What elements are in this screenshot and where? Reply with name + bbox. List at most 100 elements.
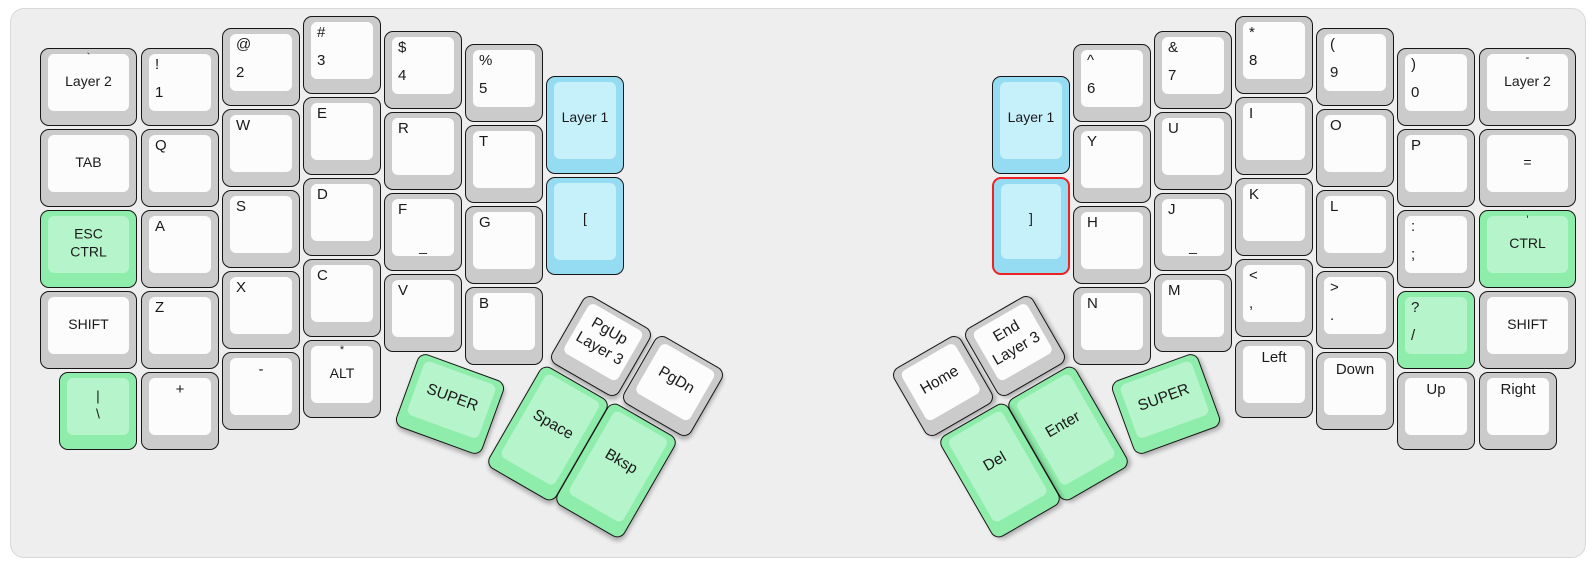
keycap-top (1487, 297, 1568, 354)
key-e[interactable]: E (303, 97, 381, 175)
keycap-top (473, 293, 535, 350)
key-caret-6[interactable]: ^6 (1073, 44, 1151, 122)
keycap-top (1081, 50, 1143, 107)
key-o[interactable]: O (1316, 109, 1394, 187)
keycap-top (406, 359, 497, 440)
keycap-top (1243, 184, 1305, 241)
keycap-top (1405, 54, 1467, 111)
key-k[interactable]: K (1235, 178, 1313, 256)
key-u[interactable]: U (1154, 112, 1232, 190)
key-n[interactable]: N (1073, 287, 1151, 365)
key-question-slash[interactable]: ?/ (1397, 291, 1475, 369)
key-right-bracket[interactable]: ] (992, 177, 1070, 275)
key-p[interactable]: P (1397, 129, 1475, 207)
key-r[interactable]: R (384, 112, 462, 190)
keycap-top (230, 277, 292, 334)
keycap-top (311, 184, 373, 241)
keycap-top (1405, 216, 1467, 273)
keycap-top (230, 115, 292, 172)
key-arrow-down[interactable]: Down (1316, 352, 1394, 430)
key-shift-left[interactable]: SHIFT (40, 291, 137, 369)
key-super-right[interactable]: SUPER (1109, 351, 1223, 457)
key-v[interactable]: V (384, 274, 462, 352)
key-c[interactable]: C (303, 259, 381, 337)
keycap-top (971, 301, 1054, 383)
key-at-2[interactable]: @2 (222, 28, 300, 106)
key-quote-ctrl[interactable]: 'CTRL (1479, 210, 1576, 288)
key-super-left[interactable]: SUPER (393, 351, 507, 457)
key-less-comma[interactable]: <, (1235, 259, 1313, 337)
key-a[interactable]: A (141, 210, 219, 288)
keycap-top (1243, 103, 1305, 160)
keycap-top (230, 34, 292, 91)
key-left-bracket[interactable]: [ (546, 177, 624, 275)
key-minus[interactable]: - (222, 352, 300, 430)
key-arrow-up[interactable]: Up (1397, 372, 1475, 450)
keycap-top (392, 199, 454, 256)
key-l[interactable]: L (1316, 190, 1394, 268)
key-pipe-backslash[interactable]: | \ (59, 372, 137, 450)
key-dollar-4[interactable]: $4 (384, 31, 462, 109)
keycap-top (473, 50, 535, 107)
key-shift-right[interactable]: SHIFT (1479, 291, 1576, 369)
key-f[interactable]: F_ (384, 193, 462, 271)
keycap-top (1324, 358, 1386, 415)
keycap-top (230, 196, 292, 253)
key-z[interactable]: Z (141, 291, 219, 369)
key-j[interactable]: J_ (1154, 193, 1232, 271)
key-amp-7[interactable]: &7 (1154, 31, 1232, 109)
keycap-top (1162, 118, 1224, 175)
key-arrow-right[interactable]: Right (1479, 372, 1557, 450)
keycap-top (1487, 135, 1568, 192)
key-minus-layer2[interactable]: -Layer 2 (1479, 48, 1576, 126)
key-paren-0[interactable]: )0 (1397, 48, 1475, 126)
key-percent-5[interactable]: %5 (465, 44, 543, 122)
key-arrow-left[interactable]: Left (1235, 340, 1313, 418)
keycap-top (554, 183, 616, 260)
key-plus[interactable]: + (141, 372, 219, 450)
keycap-top (1405, 297, 1467, 354)
key-h[interactable]: H (1073, 206, 1151, 284)
keycap-top (149, 54, 211, 111)
key-w[interactable]: W (222, 109, 300, 187)
keycap-top (149, 378, 211, 435)
key-s[interactable]: S (222, 190, 300, 268)
key-m[interactable]: M (1154, 274, 1232, 352)
keycap-top (149, 135, 211, 192)
key-layer1-right[interactable]: Layer 1 (992, 76, 1070, 174)
keycap-top (48, 216, 129, 273)
key-y[interactable]: Y (1073, 125, 1151, 203)
key-g[interactable]: G (465, 206, 543, 284)
key-i[interactable]: I (1235, 97, 1313, 175)
key-equals[interactable]: = (1479, 129, 1576, 207)
key-x[interactable]: X (222, 271, 300, 349)
keycap-top (48, 54, 129, 111)
key-paren-9[interactable]: (9 (1316, 28, 1394, 106)
key-star-alt[interactable]: *ALT (303, 340, 381, 418)
keycap-top (67, 378, 129, 435)
key-grave-layer2[interactable]: `Layer 2 (40, 48, 137, 126)
keycap-top (1324, 34, 1386, 91)
key-esc-ctrl[interactable]: ESC CTRL (40, 210, 137, 288)
key-d[interactable]: D (303, 178, 381, 256)
keycap-top (1324, 277, 1386, 334)
key-tab[interactable]: TAB (40, 129, 137, 207)
key-t[interactable]: T (465, 125, 543, 203)
keycap-top (554, 82, 616, 159)
keycap-top (311, 22, 373, 79)
keycap-top (899, 341, 982, 423)
key-exclam-1[interactable]: !1 (141, 48, 219, 126)
key-q[interactable]: Q (141, 129, 219, 207)
keycap-top (473, 131, 535, 188)
keycap-top (634, 341, 717, 423)
key-hash-3[interactable]: #3 (303, 16, 381, 94)
key-star-8[interactable]: *8 (1235, 16, 1313, 94)
key-b[interactable]: B (465, 287, 543, 365)
key-layer1-left[interactable]: Layer 1 (546, 76, 624, 174)
key-colon-semicolon[interactable]: :; (1397, 210, 1475, 288)
keycap-top (1001, 184, 1061, 259)
key-greater-period[interactable]: >. (1316, 271, 1394, 349)
keycap-top (1162, 280, 1224, 337)
keycap-top (562, 301, 645, 383)
keycap-top (473, 212, 535, 269)
